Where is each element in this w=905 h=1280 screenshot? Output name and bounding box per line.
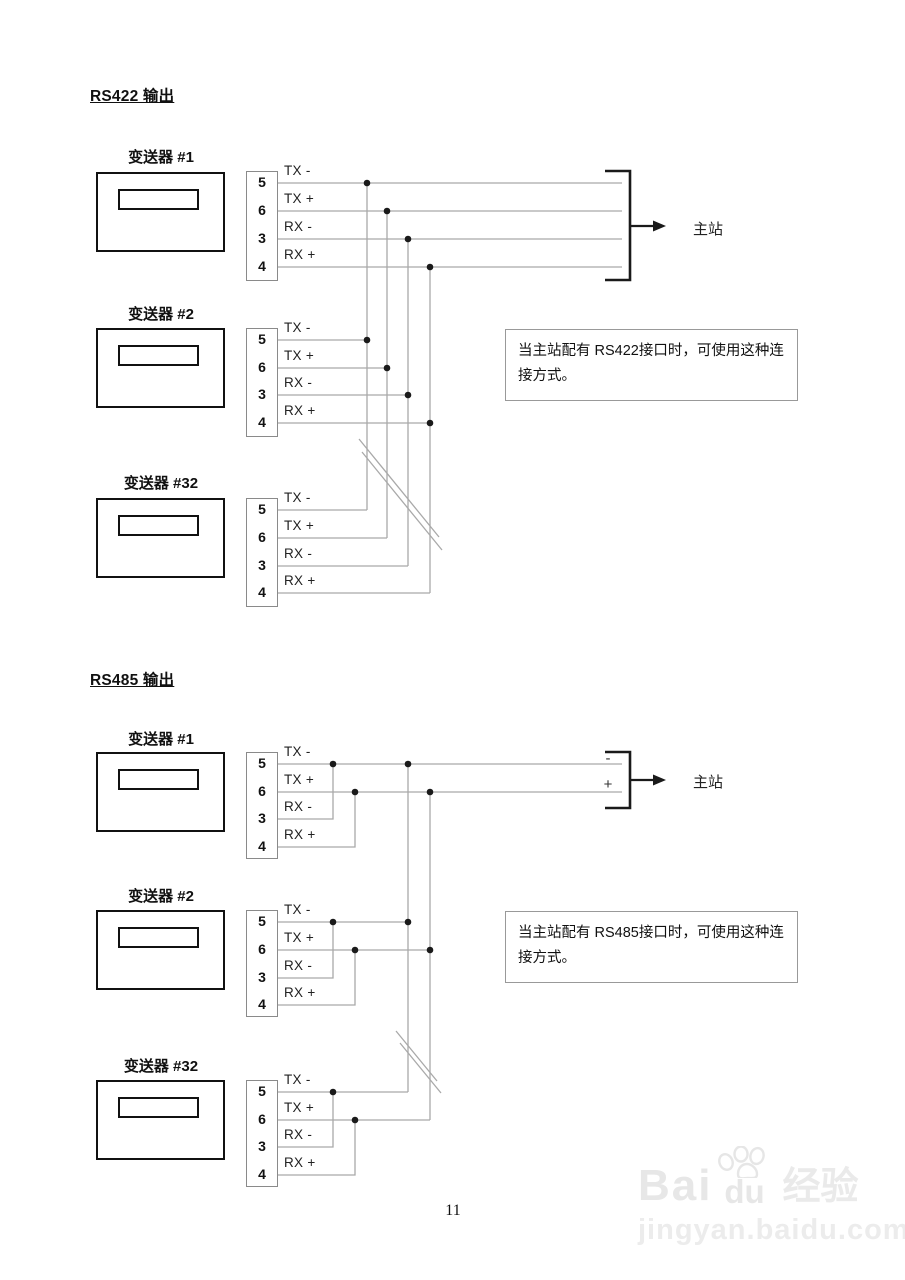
- pin-number: 6: [258, 202, 266, 218]
- signal-label: RX -: [284, 546, 313, 561]
- signal-label: TX +: [284, 772, 315, 787]
- pin-number: 6: [258, 359, 266, 375]
- paw-icon: [718, 1146, 766, 1178]
- pin-number: 3: [258, 810, 266, 826]
- signal-label: RX -: [284, 219, 313, 234]
- pin-number: 3: [258, 969, 266, 985]
- signal-label: RX +: [284, 985, 316, 1000]
- signal-label: TX -: [284, 1072, 311, 1087]
- transmitter-box: [96, 172, 225, 252]
- transmitter-label: 变送器 #32: [123, 475, 199, 492]
- section-title-rs422: RS422 输出: [90, 88, 175, 105]
- signal-label: RX -: [284, 799, 313, 814]
- polarity-plus-label: +: [603, 776, 613, 793]
- transmitter-display-window: [118, 345, 199, 366]
- transmitter-box: [96, 910, 225, 990]
- signal-label: RX -: [284, 958, 313, 973]
- signal-label: TX +: [284, 1100, 315, 1115]
- signal-label: TX +: [284, 518, 315, 533]
- signal-label: RX +: [284, 1155, 316, 1170]
- section-title-rs485: RS485 输出: [90, 672, 175, 689]
- pin-number: 6: [258, 1111, 266, 1127]
- pin-number: 4: [258, 584, 266, 600]
- transmitter-display-window: [118, 769, 199, 790]
- transmitter-label: 变送器 #1: [128, 731, 194, 748]
- terminal-block: [246, 752, 278, 859]
- signal-label: TX -: [284, 320, 311, 335]
- watermark-brand-first: Bai: [638, 1161, 713, 1210]
- terminal-block: [246, 910, 278, 1017]
- pin-number: 4: [258, 414, 266, 430]
- page-number: 11: [445, 1202, 461, 1219]
- transmitter-box: [96, 1080, 225, 1160]
- signal-label: TX +: [284, 348, 315, 363]
- pin-number: 5: [258, 913, 266, 929]
- transmitter-box: [96, 328, 225, 408]
- signal-label: RX +: [284, 403, 316, 418]
- transmitter-label: 变送器 #2: [128, 306, 194, 323]
- signal-label: RX -: [284, 1127, 313, 1142]
- signal-label: TX -: [284, 490, 311, 505]
- pin-number: 5: [258, 501, 266, 517]
- watermark: Bai du 经验 jingyan.baidu.com: [638, 1146, 905, 1247]
- rs422-arrowhead-icon: [653, 220, 666, 232]
- rs422-master-bracket: [605, 169, 632, 282]
- master-station-label: 主站: [693, 774, 724, 791]
- polarity-minus-label: -: [605, 750, 611, 767]
- transmitter-label: 变送器 #1: [128, 149, 194, 166]
- pin-number: 5: [258, 755, 266, 771]
- pin-number: 4: [258, 996, 266, 1012]
- rs422-break-symbol: [358, 438, 443, 551]
- transmitter-box: [96, 752, 225, 832]
- transmitter-display-window: [118, 189, 199, 210]
- pin-number: 3: [258, 386, 266, 402]
- signal-label: TX -: [284, 902, 311, 917]
- terminal-block: [246, 171, 278, 281]
- pin-number: 6: [258, 783, 266, 799]
- pin-number: 5: [258, 174, 266, 190]
- pin-number: 5: [258, 331, 266, 347]
- transmitter-box: [96, 498, 225, 578]
- pin-number: 6: [258, 529, 266, 545]
- pin-number: 5: [258, 1083, 266, 1099]
- pin-number: 3: [258, 1138, 266, 1154]
- pin-number: 4: [258, 1166, 266, 1182]
- watermark-logo: Bai du 经验: [638, 1146, 905, 1210]
- transmitter-display-window: [118, 515, 199, 536]
- signal-label: RX -: [284, 375, 313, 390]
- pin-number: 4: [258, 838, 266, 854]
- note-box-rs485: 当主站配有 RS485接口时，可使用这种连接方式。: [505, 911, 798, 983]
- watermark-url: jingyan.baidu.com: [638, 1214, 905, 1246]
- signal-label: TX +: [284, 191, 315, 206]
- transmitter-label: 变送器 #32: [123, 1058, 199, 1075]
- terminal-block: [246, 328, 278, 437]
- watermark-brand-second: du: [724, 1173, 765, 1210]
- rs485-arrowhead-icon: [653, 774, 666, 786]
- master-station-label: 主站: [693, 221, 724, 238]
- terminal-block: [246, 1080, 278, 1187]
- signal-label: TX -: [284, 744, 311, 759]
- transmitter-display-window: [118, 927, 199, 948]
- note-box-rs422: 当主站配有 RS422接口时，可使用这种连接方式。: [505, 329, 798, 401]
- rs422-wires: [278, 182, 622, 594]
- terminal-block: [246, 498, 278, 607]
- signal-label: RX +: [284, 573, 316, 588]
- pin-number: 4: [258, 258, 266, 274]
- pin-number: 6: [258, 941, 266, 957]
- transmitter-display-window: [118, 1097, 199, 1118]
- transmitter-label: 变送器 #2: [128, 888, 194, 905]
- rs485-break-symbol: [395, 1030, 442, 1094]
- pin-number: 3: [258, 557, 266, 573]
- signal-label: RX +: [284, 827, 316, 842]
- signal-label: RX +: [284, 247, 316, 262]
- signal-label: TX -: [284, 163, 311, 178]
- signal-label: TX +: [284, 930, 315, 945]
- watermark-du-wrap: du: [716, 1146, 772, 1210]
- pin-number: 3: [258, 230, 266, 246]
- watermark-suffix: 经验: [782, 1166, 859, 1208]
